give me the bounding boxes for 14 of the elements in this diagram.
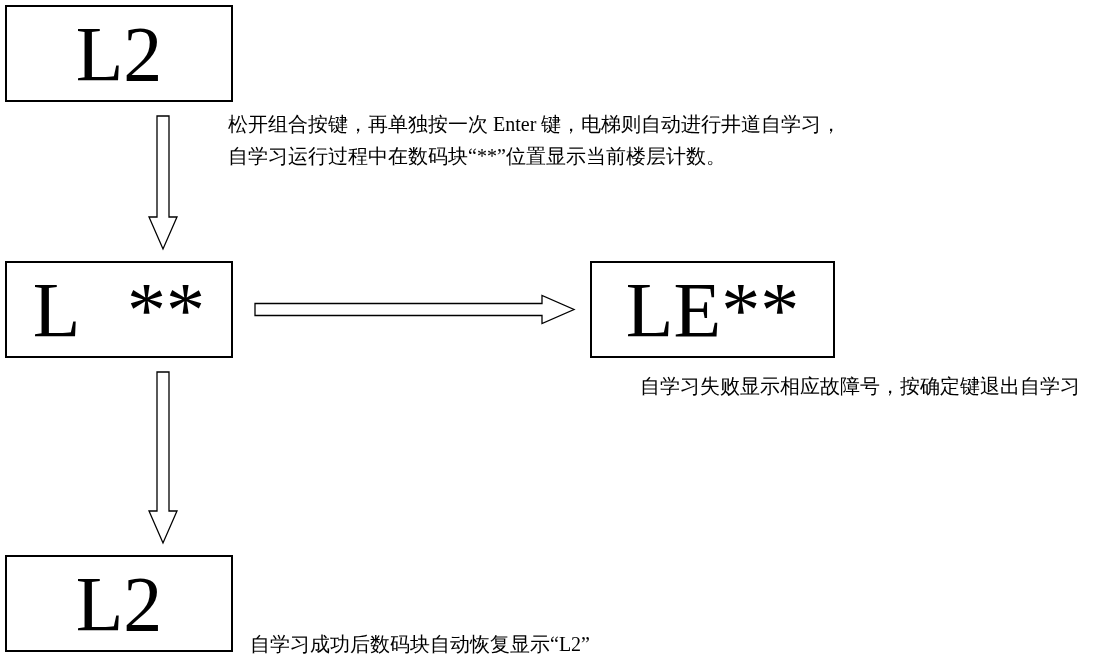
display-box <box>590 261 835 358</box>
display-box <box>5 5 233 102</box>
display-code: LE** <box>625 270 800 349</box>
hollow-arrow <box>254 294 576 325</box>
display-box <box>5 555 233 652</box>
display-box <box>5 261 233 358</box>
display-code: L ** <box>32 270 206 349</box>
hollow-arrow <box>148 115 178 251</box>
hollow-arrow <box>148 371 178 545</box>
display-code: L2 <box>75 14 163 93</box>
note-text: 自学习失败显示相应故障号，按确定键退出自学习 <box>640 374 1080 399</box>
note-text: 自学习成功后数码块自动恢复显示“L2” <box>250 632 591 657</box>
display-code: L2 <box>75 564 163 643</box>
edge-label: 松开组合按键，再单独按一次 Enter 键，电梯则自动进行井道自学习，自学习运行过程中在数码块“**”位置显示当前楼层计数。 <box>228 112 843 169</box>
